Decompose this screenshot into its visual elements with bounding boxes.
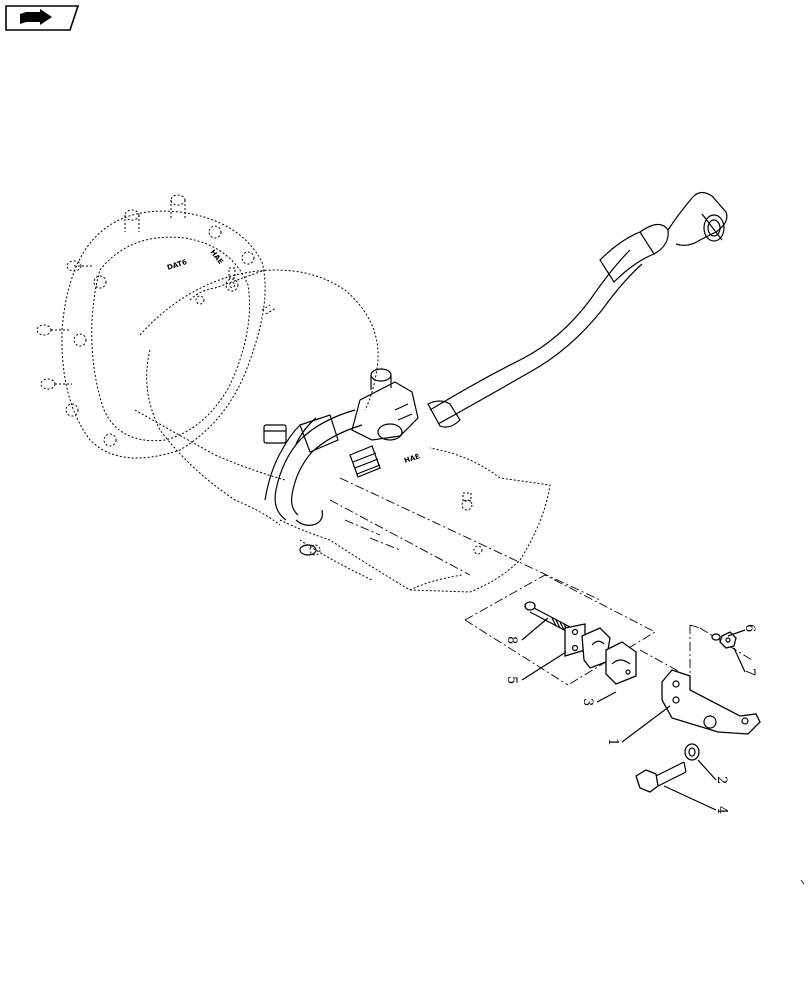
callout-2: 2 (714, 776, 729, 784)
callout-6: 6 (742, 624, 757, 632)
corner-mark (800, 879, 805, 885)
hydraulic-hose-assembly (263, 191, 728, 556)
part-3-hose-clamp (581, 627, 637, 685)
callout-1: 1 (605, 738, 620, 746)
callout-4: 4 (714, 806, 729, 814)
next-page-arrow-icon (20, 9, 52, 25)
part-4-bolt (635, 761, 687, 793)
part-6-washer (711, 633, 721, 641)
part-2-washer (684, 743, 700, 761)
leader-lines (521, 617, 746, 811)
housing-stamp: HAE (208, 248, 224, 266)
callout-5: 5 (504, 676, 519, 684)
callout-8: 8 (504, 636, 519, 644)
callout-7: 7 (742, 668, 757, 676)
axle-housing: DAT6 HAE HAE (36, 194, 551, 593)
housing-stamp: HAE (403, 452, 421, 465)
part-8-bolt (524, 601, 573, 633)
part-1-bracket (661, 669, 761, 735)
callout-labels: 8 5 3 6 7 1 2 4 (504, 624, 757, 814)
assembly-guide-lines (329, 477, 753, 701)
next-page-button[interactable] (5, 5, 80, 31)
part-7-nut (719, 631, 737, 649)
callout-3: 3 (580, 698, 595, 706)
housing-stamp: DAT6 (166, 258, 188, 272)
